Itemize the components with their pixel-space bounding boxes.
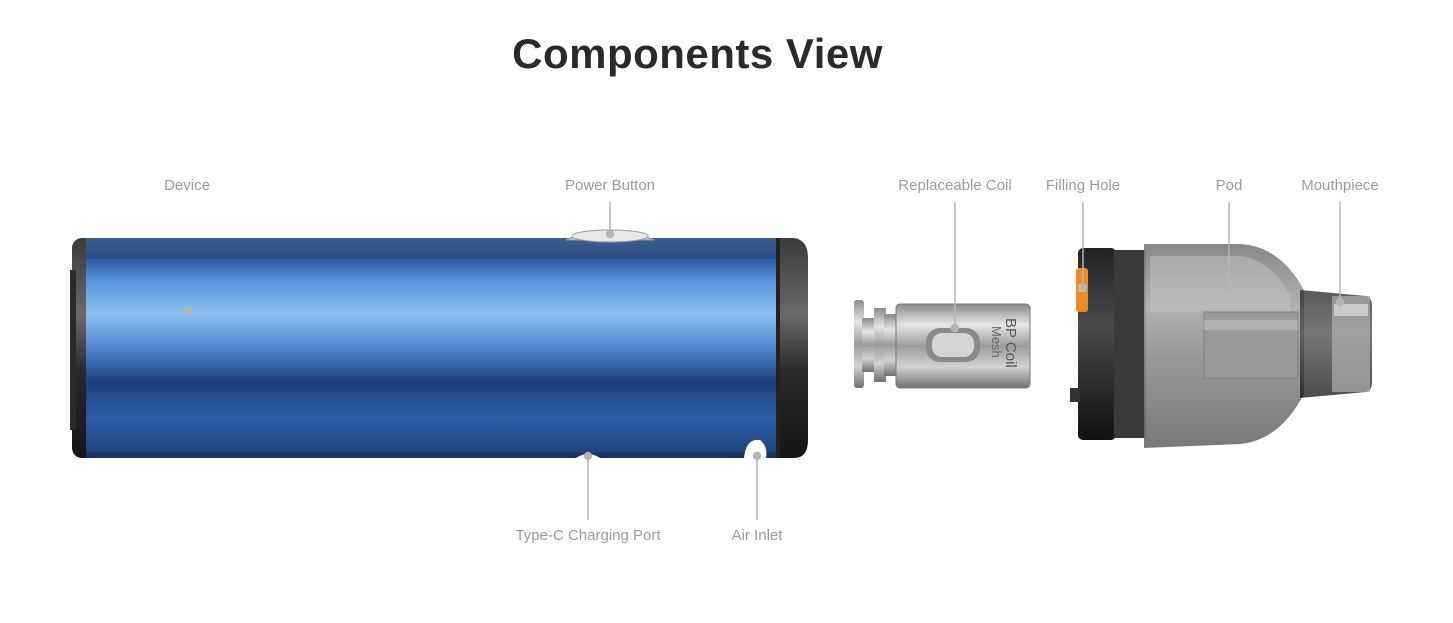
- device-illustration: [70, 229, 808, 458]
- label-mouthpiece: Mouthpiece: [1301, 177, 1379, 194]
- coil-illustration: BP Coil Mesh: [854, 300, 1031, 389]
- label-power-button: Power Button: [564, 177, 656, 194]
- page-title: Components View: [512, 30, 883, 77]
- pod-illustration: [1070, 244, 1372, 448]
- label-replaceable-coil: Replaceable Coil: [898, 177, 1012, 194]
- leader-dot-device: [183, 305, 193, 315]
- coil-marking-text-1: BP Coil: [1002, 318, 1019, 368]
- label-pod: Pod: [1215, 177, 1243, 194]
- label-air-inlet: Air Inlet: [731, 527, 783, 544]
- label-device: Device: [164, 177, 210, 194]
- label-filling-hole: Filling Hole: [1045, 177, 1121, 194]
- coil-marking-text-2: Mesh: [989, 326, 1004, 358]
- label-type-c-charging-port: Type-C Charging Port: [515, 527, 661, 544]
